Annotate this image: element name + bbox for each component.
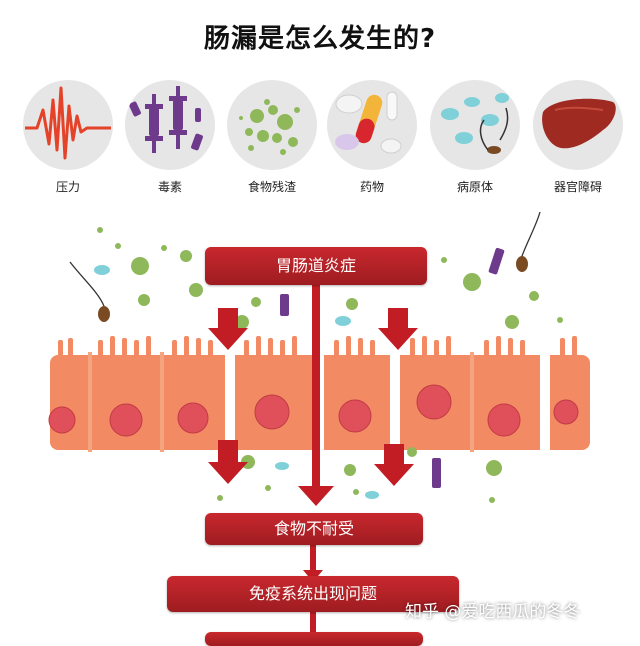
cause-label: 压力 [55, 180, 80, 194]
pathogens [69, 211, 541, 499]
flow-box-immune-problem: 免疫系统出现问题 [167, 576, 459, 612]
cause-pathogen: 病原体 [425, 80, 525, 195]
cause-label: 器官障碍 [553, 180, 602, 194]
page-title: 肠漏是怎么发生的? [203, 24, 437, 54]
epithelial-cells [48, 336, 590, 452]
liver-icon [533, 80, 623, 170]
cause-medication: 药物 [322, 80, 422, 195]
flow-box-food-intolerance: 食物不耐受 [205, 513, 423, 545]
cause-label: 药物 [359, 180, 384, 194]
toxin-molecule-icon [125, 80, 215, 170]
cause-label: 毒素 [157, 180, 182, 194]
stress-wave-icon [23, 80, 113, 170]
cause-organ-disorder: 器官障碍 [528, 80, 628, 195]
pills-icon [327, 80, 417, 170]
food-particles-icon [227, 80, 317, 170]
cause-food-residue: 食物残渣 [222, 80, 322, 195]
cause-stress: 压力 [18, 80, 118, 195]
cause-toxin: 毒素 [120, 80, 220, 195]
cause-label: 病原体 [456, 180, 493, 194]
toxin-particles [280, 247, 505, 488]
food-particles [97, 227, 563, 503]
flow-arrows [208, 280, 418, 632]
pathogen-bacteria-icon [430, 80, 520, 170]
flow-box-gi-inflammation: 胃肠道炎症 [205, 247, 427, 285]
cause-label: 食物残渣 [247, 180, 296, 194]
flow-box-next-partial [205, 632, 423, 646]
watermark: 知乎 @爱吃西瓜的冬冬 [405, 602, 581, 622]
